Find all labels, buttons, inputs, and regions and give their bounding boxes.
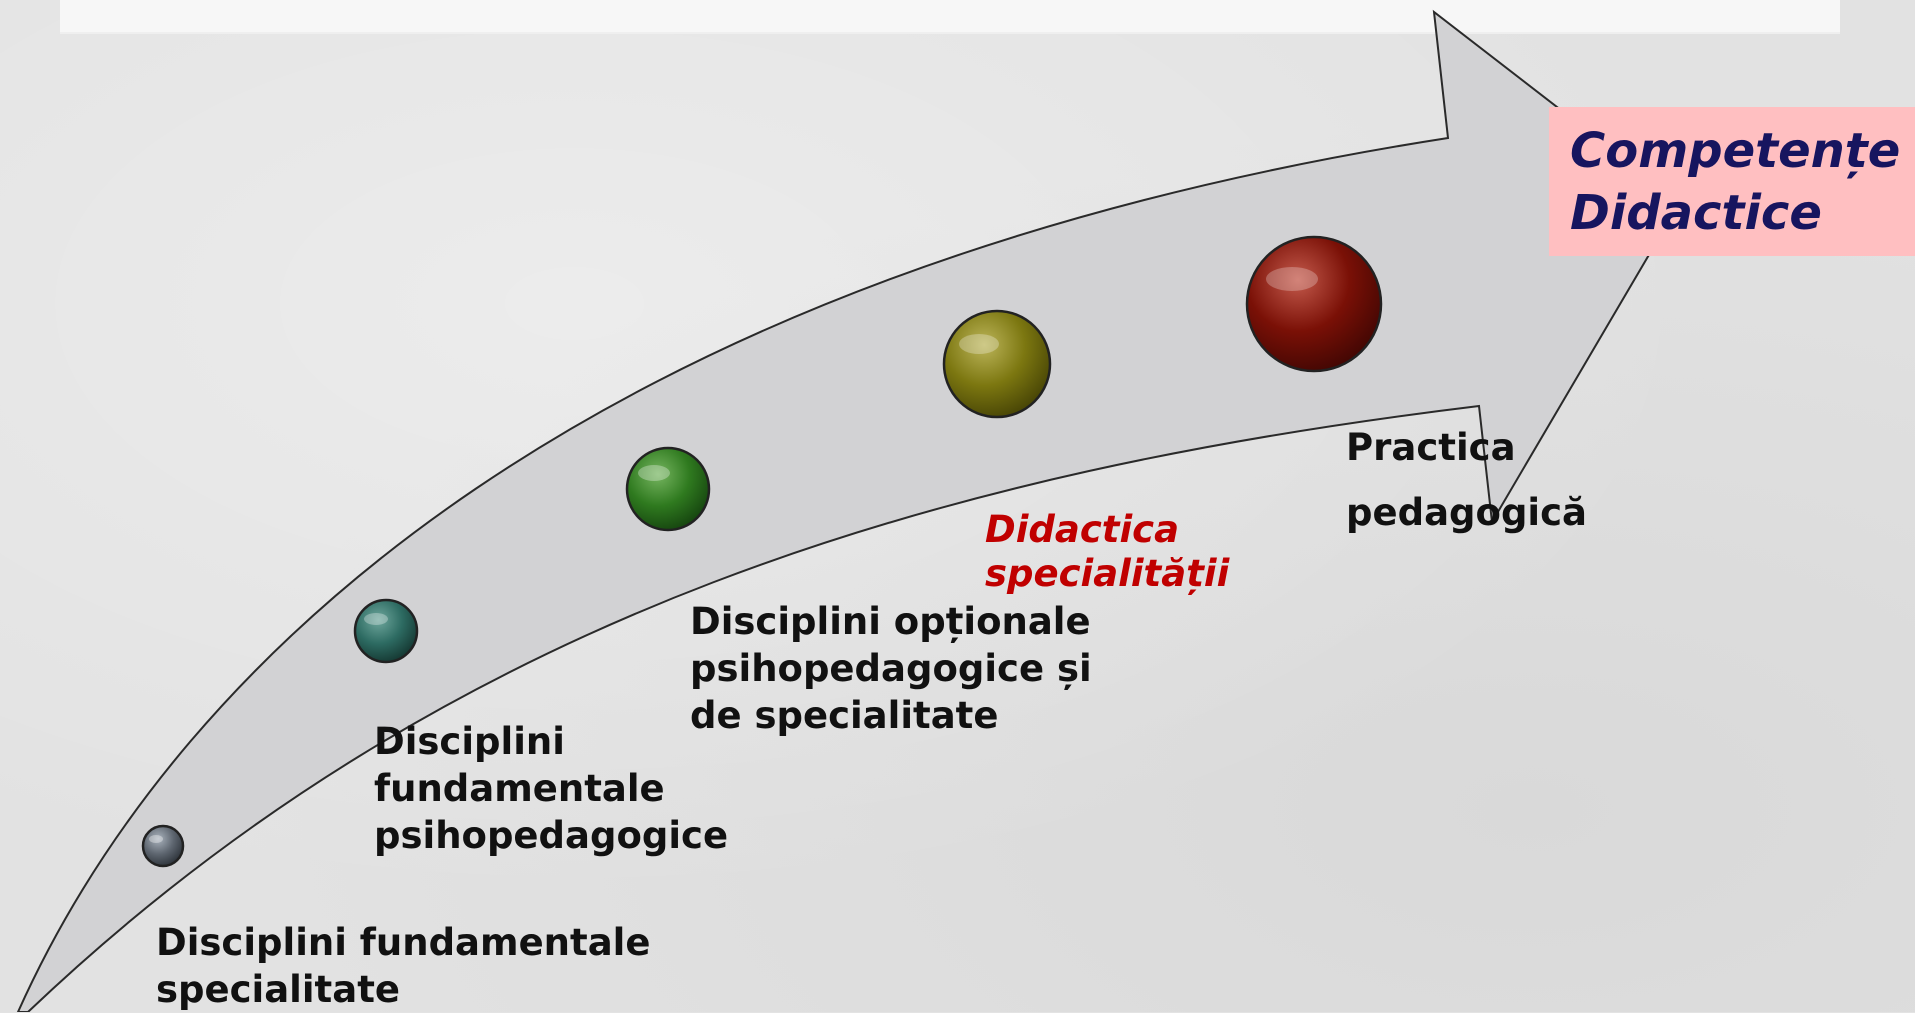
goal-title-line-1: Competențe [1570,123,1901,179]
step-circle-3 [625,446,711,532]
step-label-1: Disciplini fundamentale specialitate [156,919,650,1013]
step-label-1-line-1: Disciplini fundamentale [156,921,651,964]
step-label-5: Practica pedagogică [1346,415,1587,545]
step-label-5-line-2: pedagogică [1346,491,1588,534]
step-label-3: Disciplini opționale psihopedagogice și … [690,598,1092,739]
step-label-2-line-2: fundamentale [374,767,665,810]
step-circle-2 [353,598,419,664]
step-label-1-line-2: specialitate [156,968,400,1011]
step-label-4-line-2: specialității [985,552,1230,595]
step-label-3-line-3: de specialitate [690,694,999,737]
step-label-2-line-1: Disciplini [374,720,565,763]
step-circles [141,235,1383,868]
step-label-2: Disciplini fundamentale psihopedagogice [374,718,728,859]
step-circle-1 [141,824,185,868]
title-panel [60,0,1840,34]
goal-title-line-2: Didactice [1570,185,1822,241]
step-label-4: Didactica specialității [985,508,1229,596]
step-label-3-line-1: Disciplini opționale [690,600,1091,643]
step-circle-4 [942,309,1052,419]
step-label-3-line-2: psihopedagogice și [690,647,1092,690]
step-circle-5 [1245,235,1383,373]
goal-title: Competențe Didactice [1570,120,1900,244]
goal-box [1549,107,1915,256]
step-label-5-line-1: Practica [1346,426,1516,469]
step-label-4-line-1: Didactica [985,508,1180,551]
step-label-2-line-3: psihopedagogice [374,814,729,857]
